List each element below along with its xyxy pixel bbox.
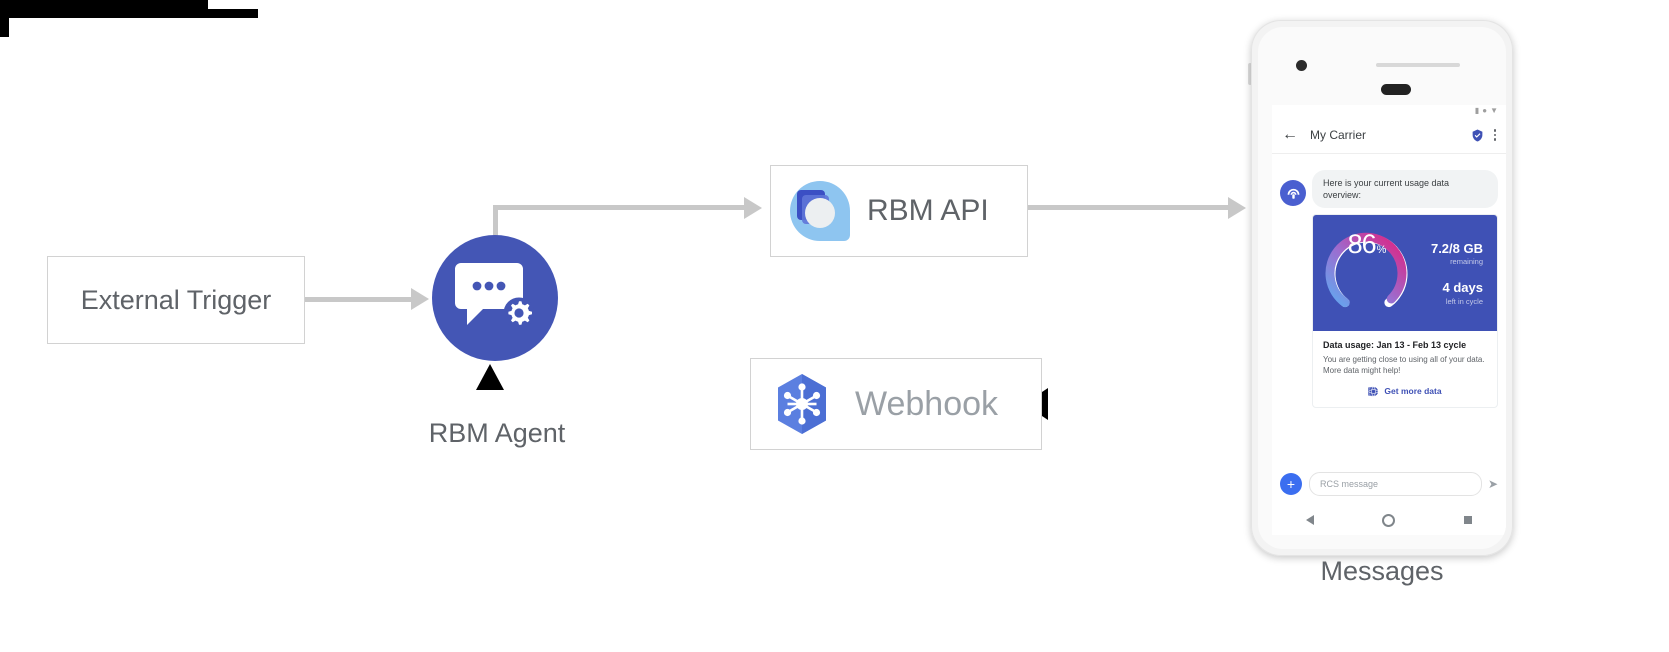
get-more-data-label: Get more data — [1384, 386, 1442, 397]
card-title: Data usage: Jan 13 - Feb 13 cycle — [1323, 340, 1467, 351]
card-description: You are getting close to using all of yo… — [1323, 355, 1485, 376]
gauge-symbol: % — [1376, 244, 1387, 257]
nav-recent-icon[interactable] — [1463, 516, 1472, 524]
phone-body: ▮ ● ▼ ← My Carrier — [1258, 27, 1506, 549]
node-rbm-api[interactable]: RBM API — [770, 165, 1028, 257]
edge-trigger-to-agent — [305, 297, 415, 302]
arrowhead-trigger-to-agent — [411, 288, 429, 310]
chat-gear-icon — [455, 263, 535, 329]
conversation-area: Here is your current usage data overview… — [1272, 154, 1506, 506]
android-nav-bar — [1272, 505, 1506, 535]
verified-badge-icon — [1472, 129, 1482, 141]
webhook-label: Webhook — [855, 384, 999, 423]
edge-webhook-to-agent — [0, 9, 258, 18]
edge-agent-to-api — [493, 205, 746, 210]
dot — [1493, 133, 1496, 137]
days-left-sub: left in cycle — [1445, 296, 1483, 306]
card-hero: 86 % 7.2/8 GB remaining 4 days left in c… — [1313, 215, 1497, 332]
rbm-agent-label: RBM Agent — [428, 418, 566, 448]
rcs-message-input[interactable]: RCS message — [1309, 472, 1482, 496]
app-bar-title: My Carrier — [1310, 128, 1366, 142]
edge-agent-up — [493, 205, 498, 249]
data-amount: 7.2/8 GB — [1430, 240, 1483, 256]
arrowhead-agent-to-api — [744, 197, 762, 219]
edge-api-to-phone — [1028, 205, 1232, 210]
nav-home-icon[interactable] — [1382, 513, 1396, 527]
hexagon-nodes-icon — [778, 374, 826, 434]
get-more-data-button[interactable]: Get more data — [1323, 386, 1487, 397]
message-composer: + RCS message ➤ — [1272, 467, 1506, 501]
wifi-icon: ● — [1482, 106, 1488, 115]
arrowhead-api-to-phone — [1228, 197, 1246, 219]
gauge-percent: 86 % — [1323, 229, 1411, 317]
app-bar: ← My Carrier — [1272, 117, 1506, 154]
rcs-message-placeholder: RCS message — [1320, 479, 1379, 489]
more-vertical-icon[interactable] — [1493, 129, 1496, 141]
signal-icon: ▮ — [1474, 106, 1480, 115]
phone-side-button[interactable] — [1248, 63, 1252, 85]
front-camera-icon — [1296, 60, 1307, 71]
battery-icon: ▼ — [1490, 106, 1498, 115]
carrier-signal-icon — [1280, 180, 1306, 206]
plus-icon[interactable]: + — [1280, 473, 1302, 495]
rbm-api-label: RBM API — [867, 194, 989, 227]
phone-screen: ▮ ● ▼ ← My Carrier — [1272, 105, 1506, 535]
data-amount-sub: remaining — [1450, 257, 1483, 267]
chat-bubble-text: Here is your current usage data overview… — [1312, 170, 1498, 209]
rbm-droplet-icon — [790, 181, 850, 241]
card-hero-stats: 7.2/8 GB remaining 4 days left in cycle — [1411, 241, 1487, 306]
phone-device: ▮ ● ▼ ← My Carrier — [1251, 20, 1513, 556]
arrow-left-icon[interactable]: ← — [1282, 126, 1298, 143]
gauge-value: 86 — [1347, 229, 1377, 260]
globe-icon — [1368, 386, 1379, 397]
dot — [1493, 129, 1496, 132]
days-left: 4 days — [1442, 280, 1483, 296]
node-rbm-agent[interactable] — [432, 235, 558, 361]
node-webhook[interactable]: Webhook — [750, 358, 1042, 450]
card-body: Data usage: Jan 13 - Feb 13 cycle You ar… — [1313, 331, 1497, 406]
edge-phone-to-webhook — [0, 0, 208, 9]
usage-gauge: 86 % — [1323, 229, 1411, 317]
node-external-trigger[interactable]: External Trigger — [47, 256, 305, 344]
messages-label: Messages — [1320, 556, 1444, 586]
nav-back-icon[interactable] — [1306, 515, 1315, 525]
send-icon[interactable]: ➤ — [1487, 477, 1498, 491]
arrowhead-webhook-to-agent — [476, 364, 504, 390]
status-bar: ▮ ● ▼ — [1272, 105, 1506, 117]
external-trigger-label: External Trigger — [80, 284, 272, 315]
rich-card[interactable]: 86 % 7.2/8 GB remaining 4 days left in c… — [1312, 214, 1498, 408]
earpiece-grille — [1376, 63, 1460, 67]
edge-webhook-up — [0, 18, 9, 37]
speaker-slot — [1381, 84, 1411, 95]
dot — [1493, 138, 1496, 141]
